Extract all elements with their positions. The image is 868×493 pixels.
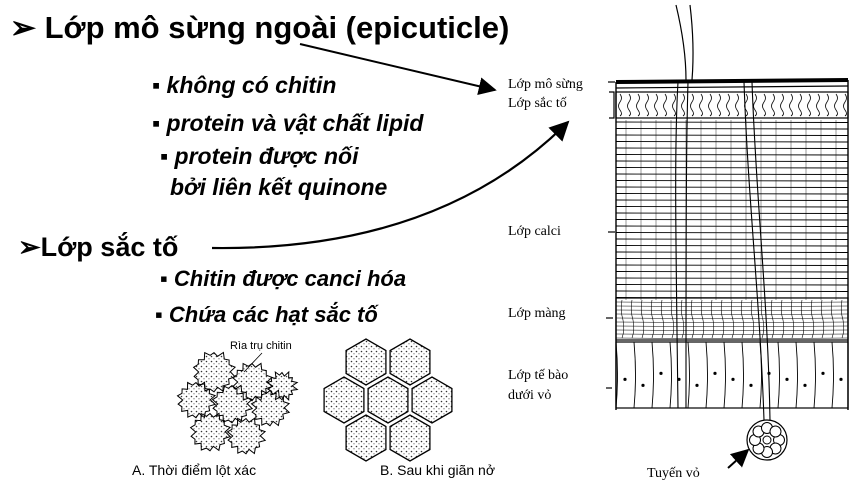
cuticle-cross-section — [615, 4, 849, 461]
caption-panel-b: B. Sau khi giãn nở — [380, 462, 496, 478]
epicuticle-point-1: ▪ không có chitin — [152, 72, 337, 98]
chitin-rim-pointer — [243, 352, 263, 373]
label-pigment: Lớp sắc tố — [508, 96, 567, 111]
epicuticle-point-3: ▪ protein được nối — [160, 143, 359, 169]
label-chitin-rim: Rìa trụ chitin — [230, 340, 292, 352]
layer-brackets — [606, 81, 615, 389]
gland-arrow — [727, 448, 750, 469]
cells-at-molt — [176, 351, 299, 455]
label-gland: Tuyến vỏ — [647, 466, 700, 481]
epicuticle-point-2: ▪ protein và vật chất lipid — [152, 110, 424, 136]
label-epicuticle: Lớp mô sừng — [508, 77, 583, 92]
label-membrane: Lớp màng — [508, 306, 566, 321]
epicuticle-point-3-cont: bởi liên kết quinone — [170, 174, 388, 200]
epicuticle-arrow — [299, 43, 497, 96]
caption-panel-a: A. Thời điểm lột xác — [132, 462, 257, 478]
pigment-point-2: ▪ Chứa các hạt sắc tố — [155, 302, 378, 327]
pigment-heading: ➢Lớp sắc tố — [18, 232, 179, 262]
label-epidermis-1: Lớp tế bào — [508, 368, 569, 383]
pigment-point-1: ▪ Chitin được canci hóa — [160, 266, 407, 291]
label-epidermis-2: dưới vỏ — [508, 388, 552, 403]
gland-rosette — [746, 419, 788, 461]
label-calcium: Lớp calci — [508, 224, 561, 239]
cells-after-expansion — [323, 338, 453, 462]
epicuticle-heading: ➢ Lớp mô sừng ngoài (epicuticle) — [10, 10, 510, 45]
pigment-arrow — [211, 120, 570, 250]
